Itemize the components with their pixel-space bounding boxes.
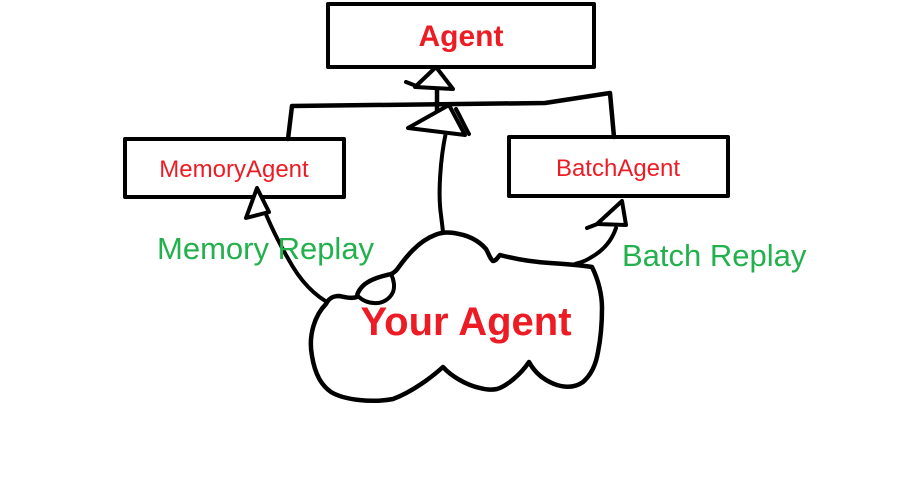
connector-agent-children [285, 90, 617, 142]
batch-replay-label: Batch Replay [622, 238, 807, 273]
diagram-ink [123, 2, 730, 403]
middle-arrowhead-overshoot [454, 107, 471, 136]
batch-agent-box [507, 135, 730, 198]
memory-agent-box [123, 137, 346, 199]
middle-arrowhead [406, 103, 467, 137]
cloud-curl [357, 272, 397, 306]
your-agent-label: Your Agent [360, 300, 571, 344]
agent-box [326, 2, 596, 69]
your-agent-to-agent-shaft [437, 130, 448, 236]
agent-arrowhead-tail [404, 80, 421, 89]
memory-agent-label: MemoryAgent [159, 156, 309, 183]
agent-arrowhead [413, 65, 455, 91]
memory-replay-label: Memory Replay [157, 231, 375, 266]
your-agent-to-memory-shaft [257, 194, 341, 310]
batch-arrowhead [595, 199, 628, 227]
memory-arrowhead [244, 186, 271, 220]
batch-arrowhead-tail [585, 221, 602, 230]
batch-agent-label: BatchAgent [556, 155, 680, 182]
agent-label: Agent [419, 20, 504, 53]
